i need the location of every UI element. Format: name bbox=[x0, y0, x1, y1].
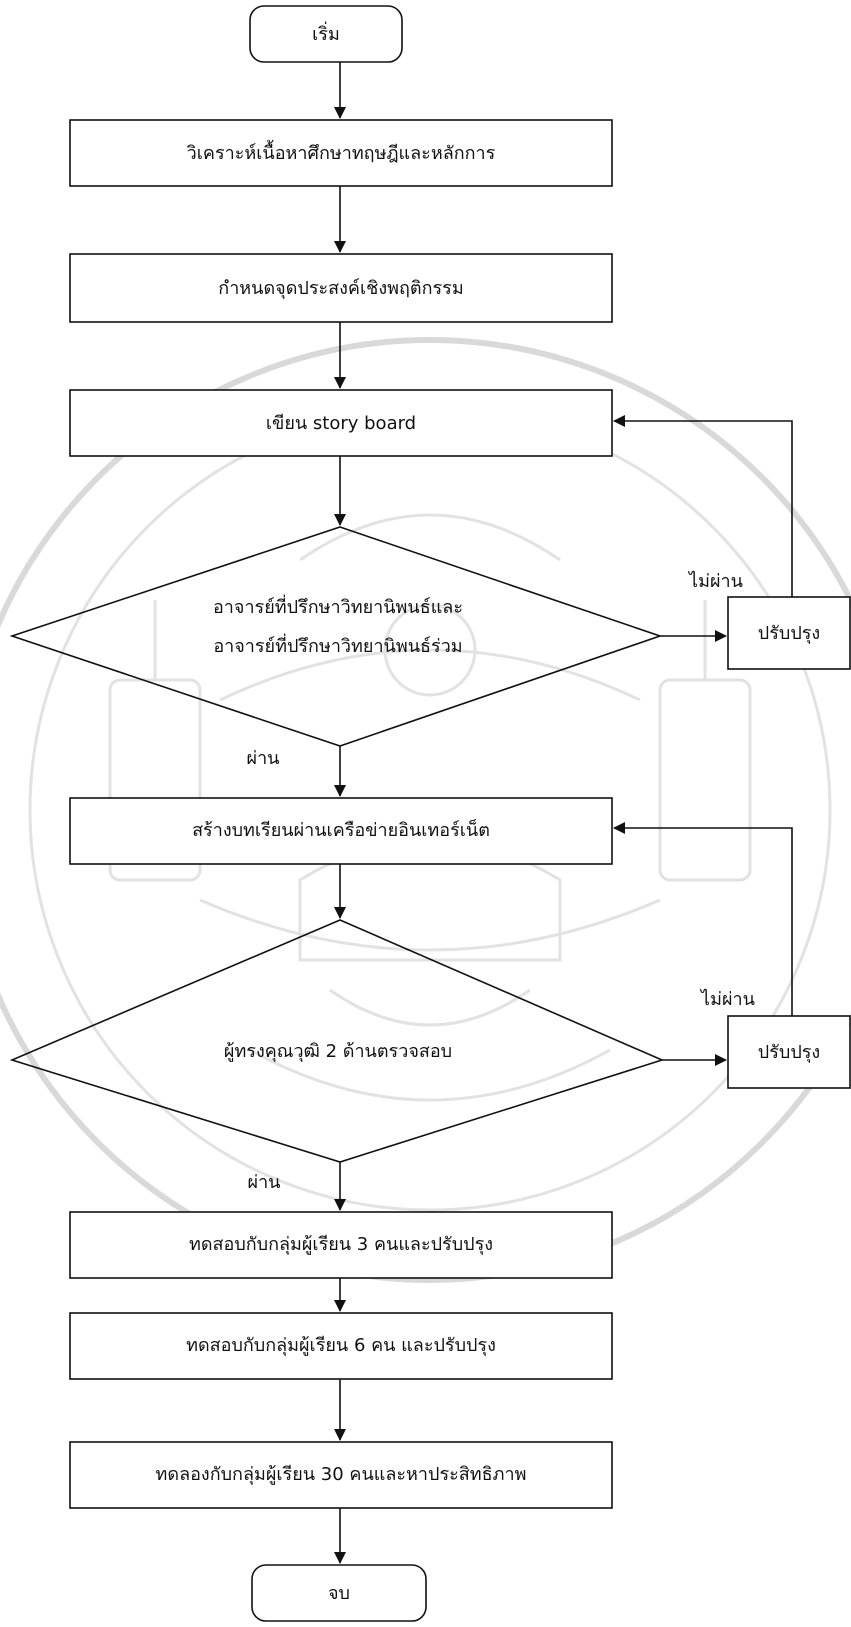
decision-experts: ผู้ทรงคุณวุฒิ 2 ด้านตรวจสอบ bbox=[12, 920, 662, 1162]
step-analyze: วิเคราะห์เนื้อหาศึกษาทฤษฎีและหลักการ bbox=[70, 120, 612, 186]
decision-advisors-pass-label: ผ่าน bbox=[247, 748, 280, 769]
decision-advisors-line1: อาจารย์ที่ปรึกษาวิทยานิพนธ์และ bbox=[213, 594, 463, 618]
step-test-6-label: ทดสอบกับกลุ่มผู้เรียน 6 คน และปรับปรุง bbox=[186, 1335, 496, 1356]
decision-advisors-fail-label: ไม่ผ่าน bbox=[687, 570, 743, 592]
revise-box-2: ปรับปรุง bbox=[728, 1016, 850, 1088]
end-node: จบ bbox=[252, 1565, 426, 1621]
step-storyboard-label: เขียน story board bbox=[266, 413, 416, 434]
decision-experts-fail-label: ไม่ผ่าน bbox=[699, 988, 755, 1010]
step-storyboard: เขียน story board bbox=[70, 390, 612, 456]
start-label: เริ่ม bbox=[312, 21, 340, 45]
step-trial-30: ทดลองกับกลุ่มผู้เรียน 30 คนและหาประสิทธิ… bbox=[70, 1442, 612, 1508]
end-label: จบ bbox=[328, 1583, 350, 1604]
step-analyze-label: วิเคราะห์เนื้อหาศึกษาทฤษฎีและหลักการ bbox=[187, 140, 496, 164]
step-build-lesson: สร้างบทเรียนผ่านเครือข่ายอินเทอร์เน็ต bbox=[70, 798, 612, 864]
revise-box-1-label: ปรับปรุง bbox=[758, 623, 820, 644]
revise-box-2-label: ปรับปรุง bbox=[758, 1042, 820, 1063]
step-objectives-label: กำหนดจุดประสงค์เชิงพฤติกรรม bbox=[218, 278, 463, 299]
decision-experts-pass-label: ผ่าน bbox=[248, 1172, 281, 1193]
step-objectives: กำหนดจุดประสงค์เชิงพฤติกรรม bbox=[70, 254, 612, 322]
start-node: เริ่ม bbox=[250, 6, 402, 62]
decision-advisors-line2: อาจารย์ที่ปรึกษาวิทยานิพนธ์ร่วม bbox=[213, 633, 462, 657]
step-test-3: ทดสอบกับกลุ่มผู้เรียน 3 คนและปรับปรุง bbox=[70, 1212, 612, 1278]
revise-box-1: ปรับปรุง bbox=[728, 597, 850, 669]
step-test-6: ทดสอบกับกลุ่มผู้เรียน 6 คน และปรับปรุง bbox=[70, 1313, 612, 1379]
edge-revise2-loop bbox=[614, 828, 792, 1016]
step-build-lesson-label: สร้างบทเรียนผ่านเครือข่ายอินเทอร์เน็ต bbox=[192, 818, 490, 841]
step-test-3-label: ทดสอบกับกลุ่มผู้เรียน 3 คนและปรับปรุง bbox=[189, 1234, 493, 1255]
step-trial-30-label: ทดลองกับกลุ่มผู้เรียน 30 คนและหาประสิทธิ… bbox=[156, 1464, 527, 1485]
decision-experts-label: ผู้ทรงคุณวุฒิ 2 ด้านตรวจสอบ bbox=[224, 1041, 452, 1062]
